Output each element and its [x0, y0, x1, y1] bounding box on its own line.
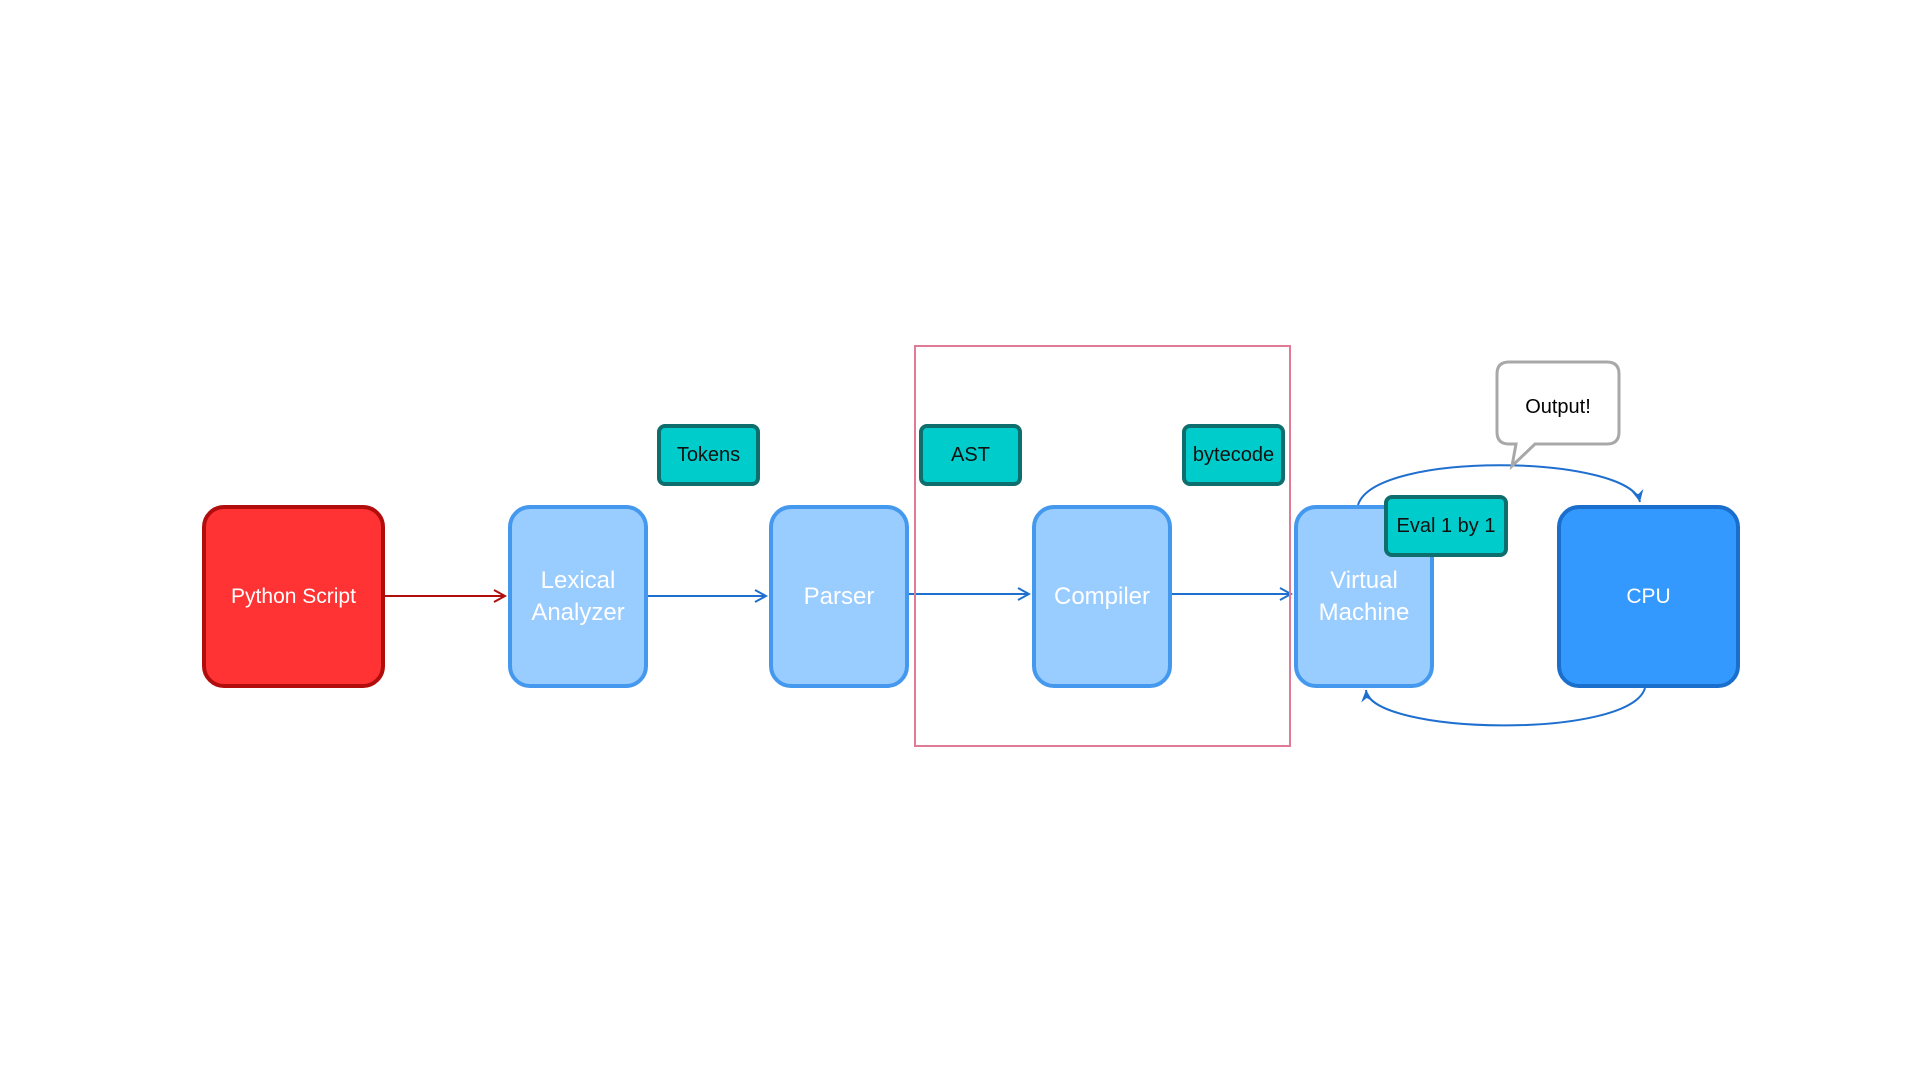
edge-cpu-to-vm [1361, 687, 1646, 727]
output-callout-label: Output! [1525, 395, 1591, 418]
bytecode-tag: bytecode [1182, 424, 1285, 486]
eval-tag: Eval 1 by 1 [1384, 495, 1508, 557]
python-script-node: Python Script [202, 505, 385, 688]
compiler-node: Compiler [1032, 505, 1172, 688]
lexical-analyzer-node: Lexical Analyzer [508, 505, 648, 688]
tokens-tag: Tokens [657, 424, 760, 486]
ast-tag: AST [919, 424, 1022, 486]
compilation-group-box [914, 345, 1291, 747]
parser-node: Parser [769, 505, 909, 688]
cpu-node: CPU [1557, 505, 1740, 688]
